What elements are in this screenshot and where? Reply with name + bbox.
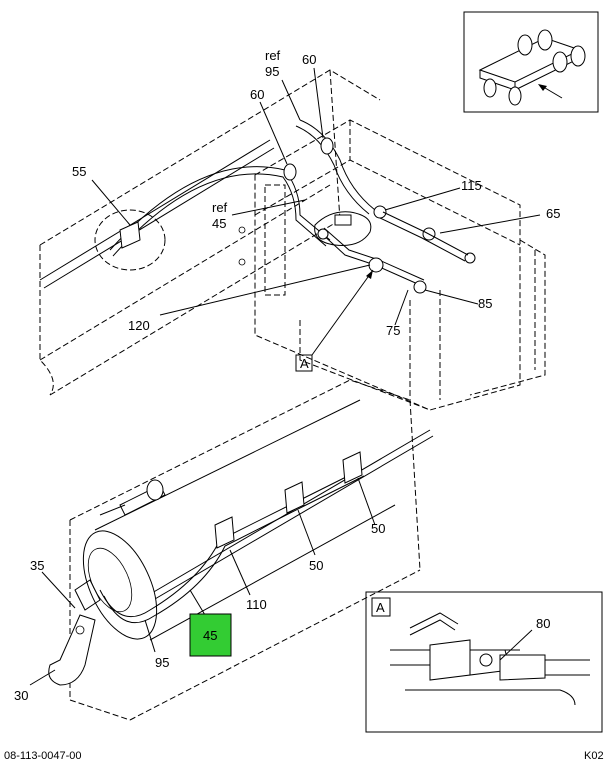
frame-rail-bottom [69, 379, 434, 721]
fuel-lines-top [109, 119, 476, 294]
highlight-box-45 [189, 613, 232, 657]
truck-locator-inset [463, 11, 599, 113]
view-a-label: A [300, 356, 309, 371]
fuel-lines-bottom [99, 451, 365, 624]
drawing-number: 08-113-0047-00 [4, 750, 81, 761]
fuel-tank [238, 119, 546, 411]
callout-75: 75 [386, 323, 400, 338]
tank-cylinder [48, 399, 396, 686]
frame-rail-top [39, 69, 381, 396]
leaders-top [91, 67, 541, 356]
callout-95-bottom: 95 [155, 655, 169, 670]
callout-30: 30 [14, 688, 28, 703]
callout-55: 55 [72, 164, 86, 179]
callout-50-right: 50 [371, 521, 385, 536]
callout-65: 65 [546, 206, 560, 221]
callout-50-left: 50 [309, 558, 323, 573]
callout-60-left: 60 [250, 87, 264, 102]
callout-35: 35 [30, 558, 44, 573]
callout-120: 120 [128, 318, 150, 333]
callout-80: 80 [536, 616, 550, 631]
callout-115: 115 [461, 178, 482, 193]
callout-45-top: 45 [212, 216, 226, 231]
callout-45-highlight: 45 [203, 628, 217, 643]
callout-95-top: 95 [265, 64, 279, 79]
callout-ref-a: ref [265, 48, 281, 63]
callout-110: 110 [246, 597, 267, 612]
leaders-bottom [29, 477, 376, 686]
callout-85: 85 [478, 296, 492, 311]
callout-60-right: 60 [302, 52, 316, 67]
detail-a-box [365, 591, 603, 733]
detail-a-label: A [376, 600, 385, 615]
callout-ref-b: ref [212, 200, 228, 215]
drawing-code: K02 [584, 750, 604, 761]
